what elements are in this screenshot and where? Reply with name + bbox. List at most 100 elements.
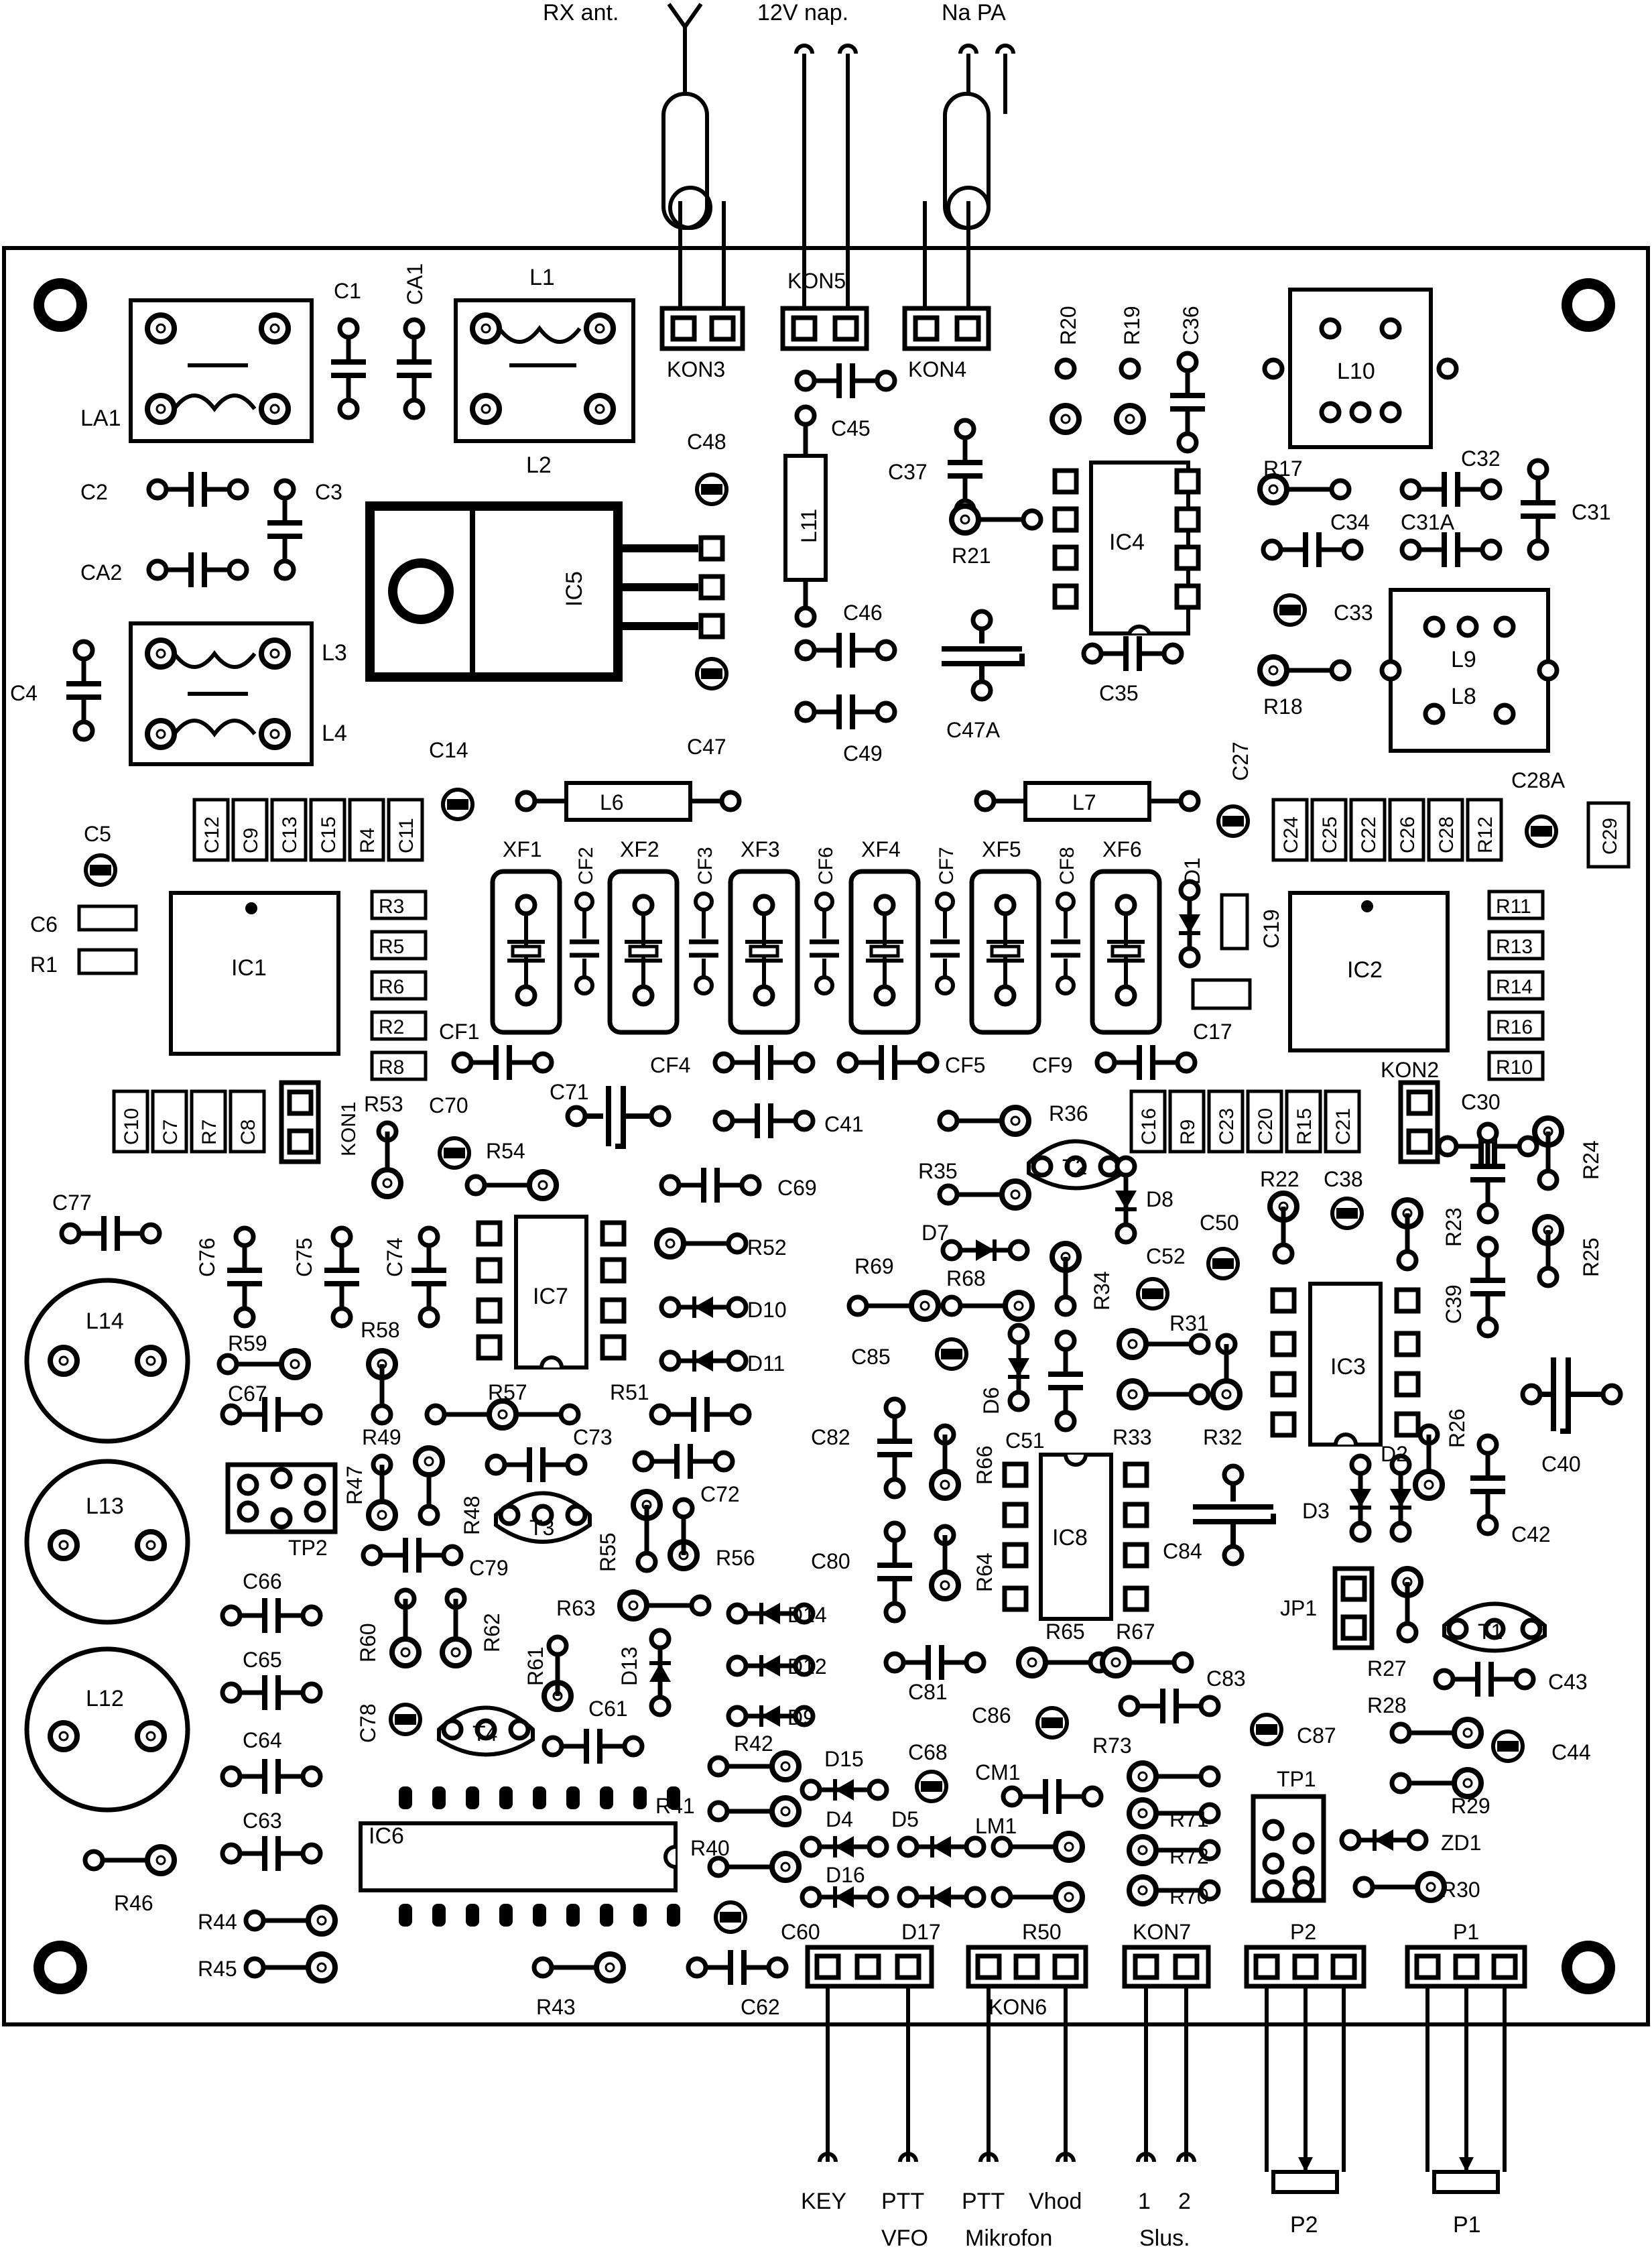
c68-label: C68 [908,1740,948,1764]
r6-label: R6 [379,976,404,998]
cap-c70 [440,1138,469,1168]
r42-label: R42 [734,1731,773,1756]
res-r46 [85,1847,174,1874]
res-r43 [534,1954,623,1981]
c75-label: C75 [292,1237,316,1277]
r58-label: R58 [361,1318,400,1342]
cap-c46 [797,633,895,668]
l7-label: L7 [1072,790,1096,814]
res-r21 [952,506,1041,533]
r72-label: R72 [1169,1844,1209,1868]
cap-c30 [1470,1124,1505,1222]
smd-r11 [1487,890,1545,920]
c33-label: C33 [1334,601,1373,625]
r65-label: R65 [1045,1620,1085,1644]
smd-c6 [77,904,138,932]
c21-label: C21 [1332,1108,1354,1145]
l13-label: L13 [86,1494,124,1519]
t3-label: T3 [529,1516,554,1540]
c50-label: C50 [1200,1211,1239,1235]
key-label: KEY [801,2189,846,2214]
ic6-chip [359,1786,680,1927]
c1-label: C1 [334,279,361,303]
r50-label: R50 [1022,1920,1062,1944]
coil-l12 [24,1646,190,1813]
cf-label-4: CF8 [1056,847,1078,885]
c17-label: C17 [1193,1020,1232,1044]
r46-label: R46 [114,1891,153,1915]
d4-label: D4 [826,1807,853,1831]
l10-label: L10 [1337,359,1375,384]
smd-r2 [370,1010,428,1041]
r47-label: R47 [342,1465,367,1505]
c62-label: C62 [741,1995,780,2019]
diode-d1 [1179,881,1200,966]
ic2-chip [1288,891,1450,1052]
cap-c77 [62,1216,160,1251]
d16-label: D16 [826,1863,865,1887]
cap-c52 [1138,1279,1167,1309]
cap-c62 [688,1950,786,1985]
pa-label: Na PA [942,0,1006,25]
r49-label: R49 [362,1425,401,1449]
smd-c9 [231,798,269,862]
xf2-label: XF2 [620,837,659,861]
diode-d13 [649,1630,671,1715]
c6-label: C6 [30,912,58,936]
coil-l6 [517,781,739,822]
kon5-label: KON5 [787,269,846,293]
diode-d17 [899,1886,984,1908]
c66-label: C66 [243,1569,282,1593]
d7-label: D7 [922,1221,949,1245]
res-r36 [940,1107,1029,1134]
power-label: 12V nap. [757,0,848,25]
r66-label: R66 [972,1445,997,1485]
c80-label: C80 [811,1549,850,1573]
cap-c38 [1332,1199,1362,1228]
r43-label: R43 [536,1995,576,2019]
res-r35 [940,1181,1029,1208]
c5-label: C5 [84,822,111,846]
l3-label: L3 [322,640,347,666]
kon1-label: KON1 [338,1101,360,1156]
ic2-label: IC2 [1347,957,1383,983]
res-r54 [467,1172,556,1199]
c84-label: C84 [1163,1539,1202,1563]
d11-label: D11 [747,1351,785,1376]
xf4-label: XF4 [861,837,901,861]
r67-label: R67 [1116,1620,1155,1644]
d12-label: D12 [787,1654,827,1679]
ic7-chip [479,1215,624,1370]
cf9-label: CF9 [1032,1053,1072,1077]
diode-d16 [802,1886,887,1908]
c86-label: C86 [972,1703,1011,1727]
c2-label: C2 [80,480,108,504]
cap-cf1 [454,1045,552,1080]
r70-label: R70 [1169,1884,1209,1908]
kon6-connector [966,1945,1088,1989]
cap-c45 [797,363,895,398]
r32-label: R32 [1203,1425,1243,1449]
smd-c15 [309,798,346,862]
c52-label: C52 [1146,1244,1186,1268]
res-r20 [1052,406,1079,432]
mounting-holes [34,278,1615,1994]
cf-label-2: CF6 [815,847,837,885]
ptt-mic-label: PTT [962,2189,1005,2214]
smd-c10 [112,1089,149,1154]
c10-label: C10 [121,1108,143,1145]
res-r57 [489,1401,578,1428]
res-r73 [1129,1763,1218,1790]
c31-label: C31 [1572,500,1611,524]
c24-label: C24 [1280,816,1302,853]
cap-c1 [331,320,366,418]
coil-l11 [783,407,828,625]
c78-label: C78 [356,1703,380,1743]
xf5-label: XF5 [982,837,1021,861]
cap-c28a [1527,816,1556,846]
r19-label: R19 [1120,306,1144,345]
transistor-t1 [1442,1601,1547,1653]
